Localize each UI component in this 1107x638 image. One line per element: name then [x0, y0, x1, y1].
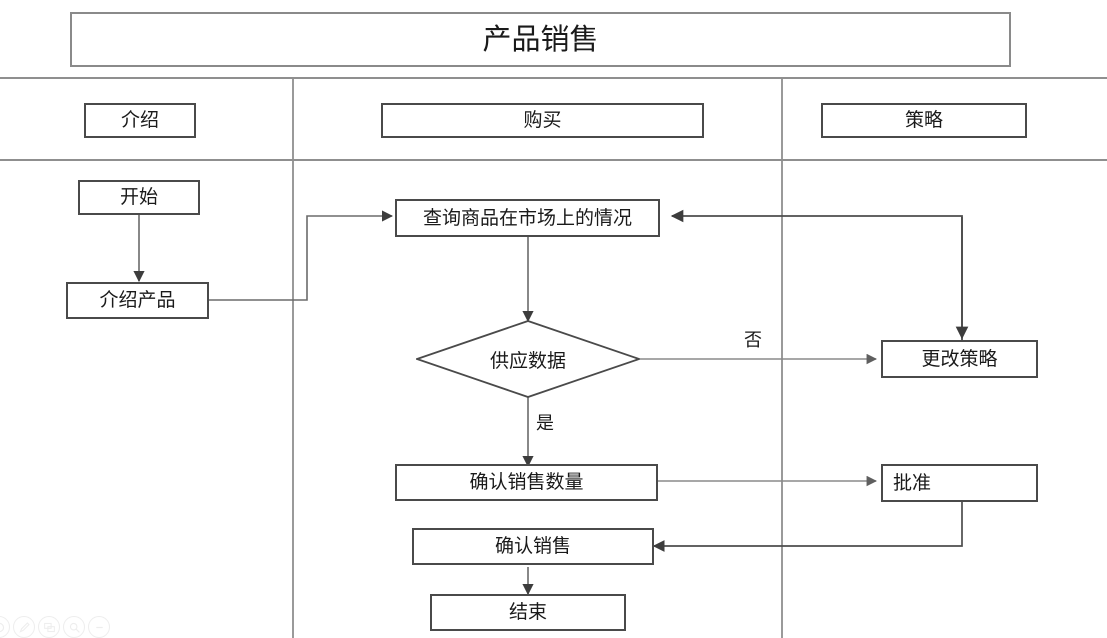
- minus-icon-glyph: [95, 626, 103, 628]
- node-start[interactable]: 开始: [78, 180, 200, 215]
- lane-divider-purchase-strategy: [781, 78, 783, 638]
- bottom-toolbar[interactable]: [0, 614, 110, 638]
- lane-header-purchase: 购买: [381, 103, 704, 138]
- edge-change-strategy-feedback-up: [670, 209, 963, 340]
- node-approve[interactable]: 批准: [881, 464, 1038, 502]
- diagram-title: 产品销售: [70, 12, 1011, 67]
- edge-introduce-to-query: [209, 210, 394, 301]
- minus-icon[interactable]: [88, 616, 110, 638]
- edge-approve-to-confirm-sale: [652, 502, 963, 552]
- edge-label-no: 否: [744, 330, 762, 351]
- search-icon-glyph: [69, 622, 80, 633]
- node-confirm-quantity[interactable]: 确认销售数量: [395, 464, 658, 501]
- node-end[interactable]: 结束: [430, 594, 626, 631]
- lane-divider-title-bottom: [0, 77, 1107, 79]
- pen-icon-glyph: [18, 621, 30, 633]
- partial-icon-glyph: [0, 622, 4, 632]
- node-confirm-sale[interactable]: 确认销售: [412, 528, 654, 565]
- lane-header-strategy: 策略: [821, 103, 1027, 138]
- node-introduce-product[interactable]: 介绍产品: [66, 282, 209, 319]
- pen-icon[interactable]: [13, 616, 35, 638]
- copy-icon[interactable]: [38, 616, 60, 638]
- copy-icon-glyph: [43, 622, 55, 632]
- node-change-strategy[interactable]: 更改策略: [881, 340, 1038, 378]
- node-supply-data[interactable]: 供应数据: [416, 320, 640, 398]
- partial-left-icon[interactable]: [0, 616, 10, 638]
- node-query-market[interactable]: 查询商品在市场上的情况: [395, 199, 660, 237]
- search-icon[interactable]: [63, 616, 85, 638]
- lane-divider-introduce-purchase: [292, 78, 294, 638]
- lane-header-introduce: 介绍: [84, 103, 196, 138]
- edge-label-yes: 是: [536, 413, 554, 434]
- lane-divider-header-bottom: [0, 159, 1107, 161]
- diamond-shape: [416, 320, 640, 398]
